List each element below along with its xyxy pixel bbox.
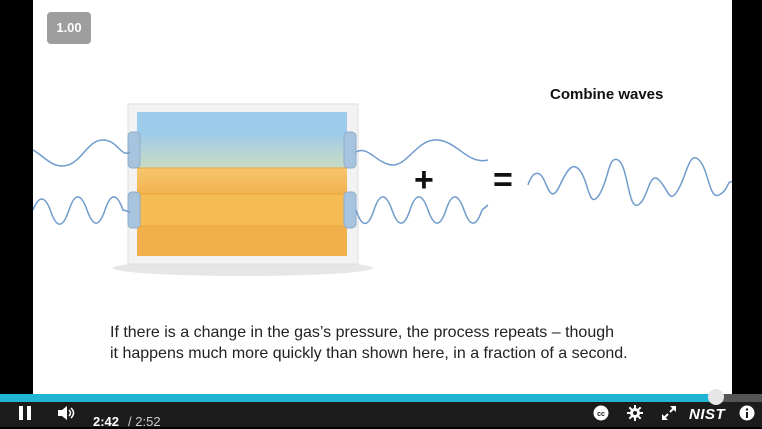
video-frame: 1.00 Combine waves + = If there is a cha…	[33, 0, 732, 395]
wave-left-top	[33, 139, 131, 167]
settings-icon	[627, 405, 643, 421]
volume-button[interactable]	[55, 403, 77, 423]
cell-layer-upper	[137, 134, 347, 168]
info-button[interactable]	[738, 403, 756, 423]
wave-left-bottom	[33, 196, 131, 225]
cell-layer-top	[137, 112, 347, 134]
nist-logo[interactable]: NIST	[689, 406, 726, 423]
progress-bar[interactable]	[0, 389, 762, 405]
pause-button[interactable]	[14, 403, 36, 423]
equals-sign: =	[493, 161, 513, 199]
plus-sign: +	[414, 161, 434, 199]
wave-right-top	[355, 139, 489, 166]
cell-illustration	[33, 103, 732, 276]
slide-caption: If there is a change in the gas’s pressu…	[110, 322, 670, 364]
port-left-top	[127, 131, 141, 169]
wave-combined	[527, 157, 732, 206]
caption-line-2: it happens much more quickly than shown …	[110, 345, 628, 362]
volume-icon	[58, 406, 75, 420]
video-area[interactable]: 1.00 Combine waves + = If there is a cha…	[0, 0, 762, 395]
wave-right-bottom	[355, 196, 489, 225]
fullscreen-icon	[662, 406, 676, 420]
port-left-bottom	[127, 191, 141, 229]
closed-captions-button[interactable]: cc	[592, 403, 610, 423]
slide-title: Combine waves	[550, 86, 664, 103]
cell-layer-lower	[137, 194, 347, 226]
port-right-bottom	[343, 191, 357, 229]
progress-knob[interactable]	[708, 389, 725, 405]
info-icon	[739, 405, 755, 421]
progress-fill	[0, 394, 717, 402]
port-right-top	[343, 131, 357, 169]
playback-speed-badge[interactable]: 1.00	[47, 12, 91, 44]
fullscreen-button[interactable]	[660, 403, 678, 423]
closed-captions-icon: cc	[593, 405, 609, 421]
pause-icon	[19, 406, 31, 420]
cell-layer-middle	[137, 168, 347, 194]
svg-text:cc: cc	[597, 411, 605, 418]
caption-line-1: If there is a change in the gas’s pressu…	[110, 324, 615, 341]
current-time: 2:42	[93, 414, 120, 429]
settings-button[interactable]	[626, 403, 644, 423]
duration-time: / 2:52	[128, 414, 161, 429]
cell-layer-bottom	[137, 226, 347, 256]
